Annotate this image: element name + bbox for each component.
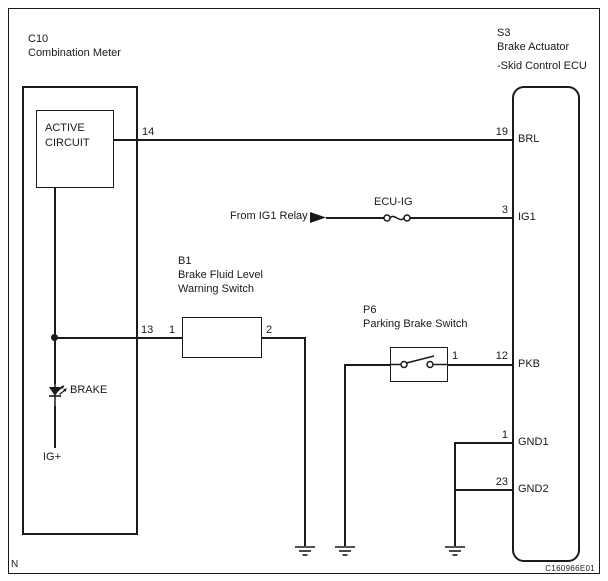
wire-ig1 — [326, 217, 512, 219]
wire-meter-internal-lower — [54, 406, 56, 448]
fluid-switch-pin-1: 1 — [169, 324, 176, 336]
ecu-title-line1: Brake Actuator — [497, 41, 570, 53]
switch-icon — [390, 355, 448, 369]
ecu-pin-label-gnd1: GND1 — [518, 436, 549, 448]
arrow-right-icon — [310, 212, 326, 223]
ecu-pin-num-brl: 19 — [495, 126, 508, 138]
ecu-id: S3 — [497, 27, 511, 39]
junction-dot — [51, 334, 58, 341]
ecu-title-line2: -Skid Control ECU — [497, 60, 587, 72]
wire-gnd1 — [455, 442, 512, 444]
wire-parking-switch-left — [345, 364, 390, 366]
ecu-pin-num-gnd2: 23 — [495, 476, 508, 488]
combination-meter-id: C10 — [28, 33, 49, 45]
fluid-switch-title-line2: Warning Switch — [178, 283, 255, 295]
ecu-pin-num-gnd1: 1 — [501, 429, 508, 441]
ground-icon — [335, 546, 355, 556]
wire-meter-pin13 — [55, 337, 138, 339]
active-circuit-box — [36, 110, 114, 188]
wire-gnd2 — [455, 489, 512, 491]
fuse-icon — [383, 213, 411, 223]
skid-control-ecu-box — [512, 86, 580, 562]
diagram-border — [8, 8, 600, 574]
active-circuit-label-line1: ACTIVE — [45, 122, 85, 134]
ecu-pin-label-brl: BRL — [518, 133, 540, 145]
ecu-ig-fuse-label: ECU-IG — [374, 196, 413, 208]
fluid-switch-id: B1 — [178, 255, 192, 267]
parking-switch-title: Parking Brake Switch — [363, 318, 468, 330]
ground-icon — [295, 546, 315, 556]
brake-led-diode-icon — [49, 382, 67, 406]
wire-meter-to-fluid-switch — [138, 337, 182, 339]
ecu-pin-label-gnd2: GND2 — [518, 483, 549, 495]
meter-pin-13: 13 — [141, 324, 154, 336]
ground-icon — [445, 546, 465, 556]
parking-switch-id: P6 — [363, 304, 377, 316]
wire-fluid-switch-out — [262, 337, 305, 339]
ecu-pin-label-ig1: IG1 — [518, 211, 536, 223]
fluid-switch-pin-2: 2 — [266, 324, 273, 336]
wire-meter-internal-upper — [54, 188, 56, 384]
doc-code: C160966E01 — [545, 564, 595, 573]
wire-gnd-down — [454, 442, 456, 546]
wire-brl — [114, 139, 512, 141]
corner-mark: N — [11, 559, 19, 570]
wire-pkb — [448, 364, 512, 366]
fluid-switch-title-line1: Brake Fluid Level — [178, 269, 263, 281]
wire-fluid-switch-ground — [304, 337, 306, 546]
brake-fluid-switch-box — [182, 317, 262, 358]
brake-indicator-label: BRAKE — [70, 384, 108, 396]
ecu-pin-num-ig1: 3 — [501, 204, 508, 216]
meter-pin-14: 14 — [142, 126, 155, 138]
combination-meter-title: Combination Meter — [28, 47, 121, 59]
wire-parking-switch-ground — [344, 364, 346, 546]
from-ig1-relay-label: From IG1 Relay — [230, 210, 308, 222]
ecu-pin-num-pkb: 12 — [495, 350, 508, 362]
ig-plus-label: IG+ — [43, 451, 62, 463]
ecu-pin-label-pkb: PKB — [518, 358, 541, 370]
active-circuit-label-line2: CIRCUIT — [45, 137, 90, 149]
parking-switch-pin-1: 1 — [452, 350, 459, 362]
